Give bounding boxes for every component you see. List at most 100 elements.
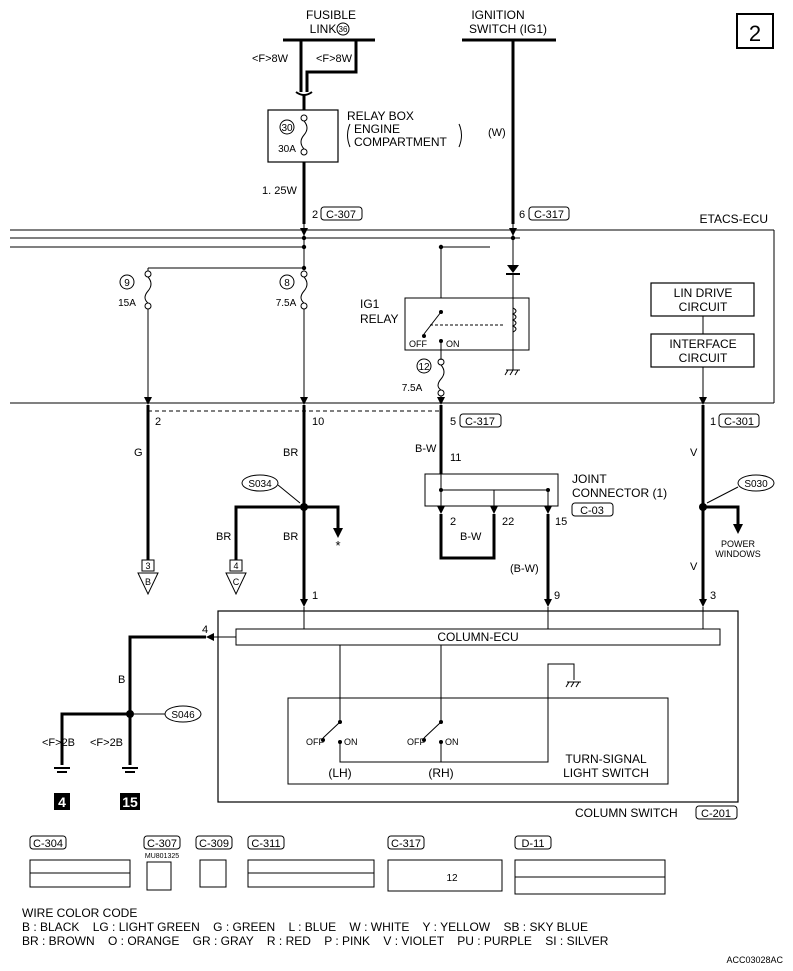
c317-label: C-317 <box>391 838 421 850</box>
conn-c307-top: C-307 <box>326 209 356 221</box>
star: * <box>335 538 340 553</box>
joint-loop <box>439 514 496 560</box>
c304-label-box <box>29 835 67 850</box>
joint-node-right <box>546 488 550 492</box>
legend-line-2: BR : BROWN O : ORANGE GR : GRAY R : RED … <box>22 934 609 948</box>
ref4-num: 4 <box>233 561 238 571</box>
etacs-label: ETACS-ECU <box>700 212 768 226</box>
legend-line-1: B : BLACK LG : LIGHT GREEN G : GREEN L :… <box>22 920 588 934</box>
wire-f2b-right: <F>2B <box>90 737 123 749</box>
fuse12-circle <box>416 358 432 374</box>
tsw-label-2: LIGHT SWITCH <box>563 766 649 780</box>
page-number-box <box>736 13 774 49</box>
wire-v-label-2: V <box>690 561 698 573</box>
conn-c201-box <box>695 805 738 820</box>
ref3-num: 3 <box>145 561 150 571</box>
switch-common-wire <box>339 663 575 763</box>
wire-b-label: B <box>118 674 125 686</box>
lh-label: (LH) <box>328 766 351 780</box>
c307-label: C-307 <box>147 838 177 850</box>
fuse9-top-node <box>144 270 152 278</box>
c317-center: 12 <box>446 873 458 884</box>
c309-body <box>199 859 227 888</box>
fuse12-amp: 7.5A <box>402 383 423 394</box>
col-arrow-1 <box>300 599 308 607</box>
ignition-label-2: SWITCH (IG1) <box>469 22 547 36</box>
gnd-15: 15 <box>122 794 138 810</box>
conn-c301: C-301 <box>724 416 754 428</box>
relay-contact-off <box>422 334 426 338</box>
relay-contact-arm <box>423 311 442 335</box>
conn-c03: C-03 <box>580 505 604 517</box>
s046-oval <box>164 705 202 723</box>
wire-f2b-left: <F>2B <box>42 737 75 749</box>
s046: S046 <box>171 710 195 721</box>
pin-5-mid: 5 <box>450 416 456 428</box>
rh-on: ON <box>445 737 459 747</box>
column-switch-label: COLUMN SWITCH <box>575 806 678 820</box>
pin-22-joint: 22 <box>502 516 514 528</box>
joint-label-1: JOINT <box>572 472 607 486</box>
s030-arrow <box>733 524 743 534</box>
fusible-num: 36 <box>339 25 348 34</box>
c317-body <box>387 859 503 892</box>
relay-ground-tick-2 <box>509 369 514 376</box>
col-arrow-9 <box>544 599 552 607</box>
pin-11: 11 <box>450 452 461 464</box>
fuse30-circle <box>279 119 295 135</box>
conn-c201: C-201 <box>701 808 731 820</box>
ref3-box <box>141 559 155 572</box>
node-d <box>301 265 307 271</box>
switch-ground-tick-1 <box>565 681 570 688</box>
wire-b <box>128 635 206 765</box>
power-label-2: WINDOWS <box>715 549 761 559</box>
relay-on: ON <box>446 339 460 349</box>
lh-contact-off <box>321 738 325 742</box>
d11-label: D-11 <box>521 838 544 850</box>
s030-branch <box>703 505 740 526</box>
iface-label-2: CIRCUIT <box>679 351 728 365</box>
fuse30-amp: 30A <box>278 144 296 155</box>
node-b <box>301 244 307 250</box>
fuse9-num: 9 <box>124 278 130 289</box>
c307-body <box>146 861 172 891</box>
pin-2-joint: 2 <box>450 516 456 528</box>
pin-6-top: 6 <box>519 209 525 221</box>
lh-off: OFF <box>306 737 324 747</box>
c309-label-box <box>195 835 233 850</box>
iface-label-1: INTERFACE <box>669 337 736 351</box>
ref3-letter: B <box>145 577 151 587</box>
wire-w-label: (W) <box>488 127 506 139</box>
relay-box-label-2: ENGINE <box>354 122 400 136</box>
c317-label-box <box>387 835 425 850</box>
connector-c304: C-304 <box>29 835 131 888</box>
c307-part: MU801325 <box>145 853 179 860</box>
wire-bw-label-1: B-W <box>415 443 437 455</box>
col-pin-4: 4 <box>202 624 208 636</box>
lin-label-1: LIN DRIVE <box>674 286 733 300</box>
arrow-out-1 <box>699 397 707 405</box>
fuse8-bottom-node <box>300 302 308 310</box>
fuse12-symbol <box>437 364 445 391</box>
ref4-letter: C <box>233 577 240 587</box>
wire-bw-label-2: B-W <box>460 531 482 543</box>
ig1-relay-box <box>404 297 530 351</box>
lh-on: ON <box>344 737 358 747</box>
s030-oval <box>737 474 775 492</box>
fusible-wire-right <box>305 40 358 92</box>
arrow-out-5 <box>437 397 445 405</box>
arrow-out-2 <box>144 397 152 405</box>
wire-f8w-right: <F>8W <box>316 53 353 65</box>
connector-c307: C-307 MU801325 <box>143 835 181 891</box>
column-switch-box <box>217 610 739 803</box>
relay-coil <box>511 307 517 333</box>
conn-c317-mid: C-317 <box>465 416 495 428</box>
rh-off: OFF <box>407 737 425 747</box>
ig1-relay-label-2: RELAY <box>360 312 398 326</box>
connector-c311: C-311 <box>247 835 375 888</box>
paren-right <box>458 123 462 148</box>
joint-arrow-22 <box>490 506 498 514</box>
c311-label: C-311 <box>251 838 280 850</box>
fuse8-top-node <box>300 270 308 278</box>
